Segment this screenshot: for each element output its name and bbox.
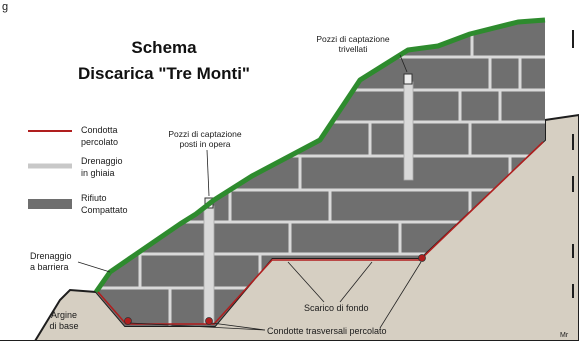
label-argine-2: di base [49,321,78,331]
transverse-pipe-3 [418,254,426,262]
label-argine-1: Argine [51,310,77,320]
label-pozzi-opera-1: Pozzi di captazione [168,129,242,139]
green-cover-layer [93,17,546,294]
legend-label-leachate-1: Condotta [81,125,118,135]
signature-mark: Mr [560,332,569,339]
leader-condotte-1 [129,322,266,331]
label-pozzi-trivellati-1: Pozzi di captazione [316,34,390,44]
legend-label-waste-1: Rifiuto [81,193,107,203]
label-drenaggio-barriera-1: Drenaggio [30,251,72,261]
diagram-title-line2: Discarica "Tre Monti" [78,64,250,83]
leader-pozzi-opera [206,149,210,197]
label-condotte-trasversali: Condotte trasversali percolato [267,326,387,336]
legend: Condotta percolato Drenaggio in ghiaia R… [28,125,128,215]
well-head-drilled [403,73,413,85]
legend-label-waste-2: Compattato [81,205,128,215]
leader-condotte-3 [379,261,422,329]
transverse-pipe-2 [205,317,213,325]
diagram-title-line1: Schema [131,38,197,57]
label-drenaggio-barriera-2: a barriera [30,262,69,272]
label-pozzi-trivellati-2: trivellati [339,44,368,54]
transverse-pipe-1 [124,317,132,325]
gravel-well-drilled [403,81,414,181]
leachate-pipe-bottom [97,141,544,325]
leader-condotte-2 [211,322,266,331]
legend-swatch-waste [28,199,72,209]
legend-label-gravel-1: Drenaggio [81,156,123,166]
leader-pozzi-trivellati [399,54,408,73]
label-scarico-fondo: Scarico di fondo [304,303,369,313]
leader-drenaggio-barriera [77,261,111,273]
label-pozzi-opera-2: posti in opera [179,139,230,149]
leader-scarico-fondo-2 [339,261,373,303]
gravel-well-installed [203,205,215,325]
legend-label-leachate-2: percolato [81,137,118,147]
leader-scarico-fondo-1 [287,261,325,303]
corner-label: g [2,1,8,13]
legend-label-gravel-2: in ghiaia [81,168,115,178]
